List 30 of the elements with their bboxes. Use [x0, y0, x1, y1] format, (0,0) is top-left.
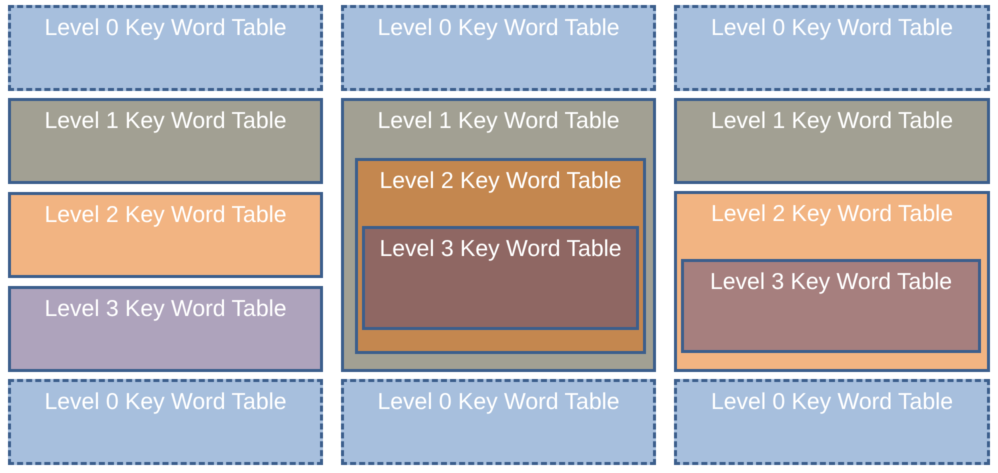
- panel-title: Level 0 Key Word Table: [710, 14, 954, 40]
- table-panel: [362, 226, 639, 330]
- panel-title: Level 2 Key Word Table: [44, 201, 287, 227]
- table-panel: [681, 259, 981, 353]
- panel-title: Level 1 Key Word Table: [44, 107, 287, 133]
- panel-title: Level 0 Key Word Table: [44, 14, 287, 40]
- panel-title: Level 0 Key Word Table: [44, 388, 287, 414]
- table-panel: [8, 98, 323, 184]
- table-panel: [8, 192, 323, 278]
- table-panel: [355, 158, 646, 354]
- table-panel: [674, 98, 990, 184]
- panel-title: Level 1 Key Word Table: [710, 107, 954, 133]
- panel-title: Level 0 Key Word Table: [710, 388, 954, 414]
- panel-title: Level 0 Key Word Table: [377, 14, 620, 40]
- table-panel: [341, 379, 656, 465]
- table-panel: [674, 379, 990, 465]
- table-panel: [8, 379, 323, 465]
- table-panel: [674, 5, 990, 91]
- panel-title: Level 2 Key Word Table: [379, 167, 622, 193]
- panel-title: Level 1 Key Word Table: [377, 107, 620, 133]
- panel-title: Level 3 Key Word Table: [710, 268, 952, 294]
- table-panel: [341, 98, 656, 372]
- panel-title: Level 3 Key Word Table: [44, 295, 287, 321]
- table-panel: [674, 191, 990, 372]
- panel-title: Level 3 Key Word Table: [379, 235, 622, 261]
- table-panel: [8, 286, 323, 372]
- panel-title: Level 0 Key Word Table: [377, 388, 620, 414]
- panel-title: Level 2 Key Word Table: [710, 200, 954, 226]
- table-panel: [8, 5, 323, 91]
- table-panel: [341, 5, 656, 91]
